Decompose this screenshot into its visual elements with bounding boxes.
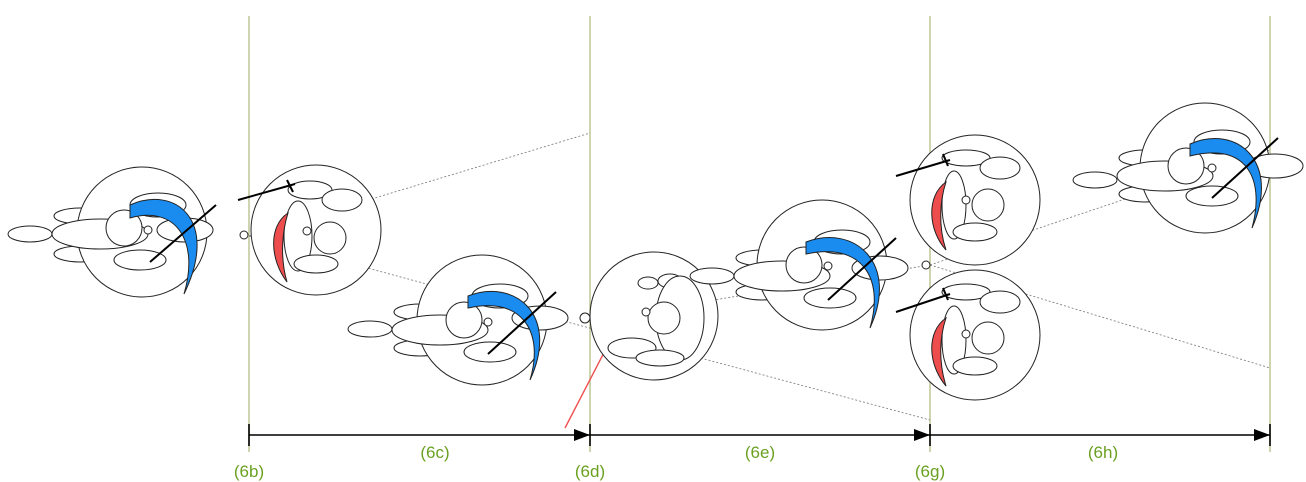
dimension-arrows <box>248 424 1271 446</box>
label-6g: (6g) <box>915 462 945 481</box>
figure-a-6h <box>1072 102 1304 234</box>
figure-b-6g-lower <box>895 269 1041 401</box>
label-6e: (6e) <box>745 443 775 462</box>
figure-b-6g-upper <box>895 134 1041 266</box>
label-6c: (6c) <box>420 443 449 462</box>
figure-a-6b <box>7 166 249 298</box>
figure-b-6c <box>237 164 382 296</box>
label-6h: (6h) <box>1088 443 1118 462</box>
trajectory-line <box>929 264 1271 369</box>
label-6d: (6d) <box>575 462 605 481</box>
figure-a-6c <box>347 254 591 386</box>
trajectory-line <box>248 132 591 237</box>
figure-a-6e <box>689 199 931 331</box>
figure-b-6d <box>589 251 719 381</box>
label-6b: (6b) <box>234 462 264 481</box>
